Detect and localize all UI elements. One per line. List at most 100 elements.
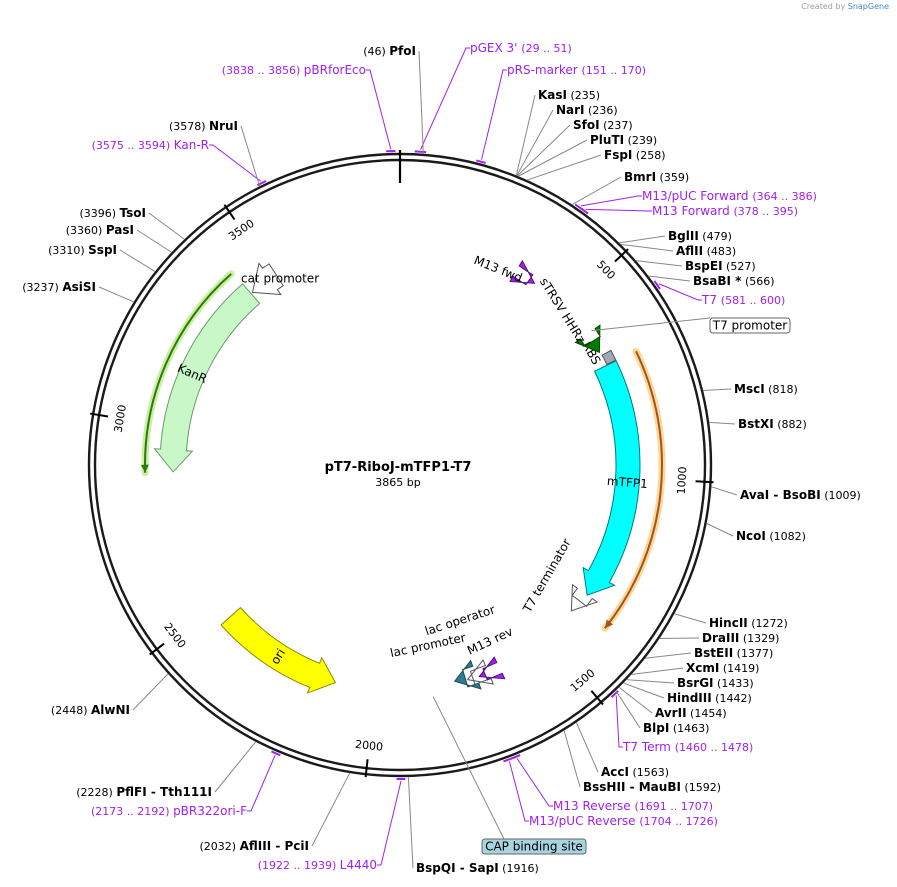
feature-mtfp1[interactable]: [582, 360, 641, 596]
feature-ori[interactable]: [220, 606, 337, 694]
primer-range: (2173 .. 2192): [91, 805, 173, 818]
enzyme-ncoi[interactable]: NcoI (1082): [736, 529, 806, 543]
enzyme-asisi[interactable]: (3237) AsiSI: [22, 280, 96, 294]
primer-l4440[interactable]: (1922 .. 1939) L4440: [258, 858, 377, 872]
enzyme-tsoi[interactable]: (3396) TsoI: [79, 206, 146, 220]
enzyme-pluti[interactable]: PluTI (239): [590, 133, 657, 147]
feature-m13-rev[interactable]: [478, 656, 506, 681]
enzyme-sspi[interactable]: (3310) SspI: [48, 243, 117, 257]
enzyme-bglii[interactable]: BglII (479): [668, 229, 732, 243]
enzyme-name: AvaI - BsoBI: [740, 488, 821, 502]
enzyme-name: PfoI: [389, 44, 416, 58]
enzyme-bsshii-maubi[interactable]: BssHII - MauBI (1592): [583, 780, 721, 794]
enzyme-nrui[interactable]: (3578) NruI: [169, 119, 238, 133]
feature-t7-terminator[interactable]: [570, 583, 599, 612]
primer-range: (3575 .. 3594): [92, 139, 174, 152]
orf-arc: [144, 273, 232, 473]
enzyme-leader: [619, 235, 666, 244]
enzyme-bsabi[interactable]: BsaBI * (566): [693, 274, 775, 288]
box-cap-binding-site[interactable]: [481, 838, 587, 855]
enzyme-blpi[interactable]: BlpI (1463): [643, 721, 709, 735]
primer-pbrforeco[interactable]: (3838 .. 3856) pBRforEco: [222, 63, 366, 77]
enzyme-position: (2032): [200, 840, 240, 853]
feature-lac-promoter[interactable]: [453, 659, 482, 690]
orf-arc: [604, 350, 663, 629]
enzyme-alwni[interactable]: (2448) AlwNI: [51, 703, 130, 717]
primer-kan-r[interactable]: (3575 .. 3594) Kan-R: [92, 138, 209, 152]
enzyme-leader: [311, 772, 351, 847]
enzyme-name: BglII: [668, 229, 699, 243]
enzyme-position: (1592): [681, 781, 721, 794]
enzyme-leader: [623, 682, 665, 699]
primer-m13-reverse[interactable]: M13 Reverse (1691 .. 1707): [553, 799, 713, 813]
enzyme-position: (527): [723, 260, 756, 273]
feature-lac-operator[interactable]: [466, 659, 495, 686]
feature-label-cat-promoter: cat promoter: [241, 272, 319, 286]
enzyme-bsteii[interactable]: BstEII (1377): [694, 646, 773, 660]
enzyme-name: AlwNI: [91, 703, 130, 717]
box-t7-promoter[interactable]: [709, 317, 791, 334]
enzyme-pfoi[interactable]: (46) PfoI: [363, 44, 416, 58]
enzyme-leader: [631, 667, 684, 675]
enzyme-position: (3360): [66, 224, 106, 237]
tick-label: 1000: [675, 466, 690, 495]
enzyme-bsrgi[interactable]: BsrGI (1433): [677, 676, 754, 690]
feature-strsv-hhrz[interactable]: [574, 324, 601, 354]
enzyme-leader: [407, 776, 414, 869]
enzyme-pasi[interactable]: (3360) PasI: [66, 223, 134, 237]
primer-t7[interactable]: T7 (581 .. 600): [701, 293, 785, 307]
feature-cat-promoter[interactable]: [251, 262, 284, 296]
enzyme-name: PluTI: [590, 133, 624, 147]
enzyme-acci[interactable]: AccI (1563): [601, 765, 669, 779]
enzyme-hincii[interactable]: HincII (1272): [709, 616, 788, 630]
enzyme-bspqi-sapi[interactable]: BspQI - SapI (1916): [416, 861, 539, 875]
enzyme-name: AflII: [676, 244, 703, 258]
enzyme-avai-bsobi[interactable]: AvaI - BsoBI (1009): [740, 488, 861, 502]
primer-name: M13 Reverse: [553, 799, 635, 813]
enzyme-hindiii[interactable]: HindIII (1442): [667, 691, 752, 705]
enzyme-position: (3310): [48, 244, 88, 257]
enzyme-bstxi[interactable]: BstXI (882): [738, 417, 807, 431]
enzyme-bmri[interactable]: BmrI (359): [624, 170, 689, 184]
enzyme-avrii[interactable]: AvrII (1454): [655, 706, 727, 720]
feature-rbs[interactable]: [601, 349, 617, 366]
enzyme-leader: [702, 388, 732, 392]
enzyme-name: NruI: [209, 119, 238, 133]
primer-prs-marker[interactable]: pRS-marker (151 .. 170): [507, 63, 646, 77]
feature-kanr[interactable]: [153, 283, 261, 473]
primer-name: L4440: [340, 858, 377, 872]
enzyme-pflfi-tth111i[interactable]: (2228) PflFI - Tth111I: [76, 785, 212, 799]
enzyme-name: XcmI: [686, 661, 719, 675]
enzyme-leader: [516, 109, 554, 176]
enzyme-xcmi[interactable]: XcmI (1419): [686, 661, 759, 675]
enzyme-fspi[interactable]: FspI (258): [604, 148, 665, 162]
enzyme-name: BsrGI: [677, 676, 714, 690]
primer-leader: [658, 283, 702, 301]
tick-mark: [590, 690, 604, 706]
enzyme-leader: [674, 613, 707, 624]
primer-m13-puc-forward[interactable]: M13/pUC Forward (364 .. 386): [642, 189, 817, 203]
enzyme-leader: [516, 124, 571, 177]
enzyme-leader: [148, 212, 185, 240]
enzyme-position: (2228): [76, 786, 116, 799]
enzyme-aflii[interactable]: AflII (483): [676, 244, 736, 258]
enzyme-nari[interactable]: NarI (236): [556, 103, 618, 117]
primer-pgex-3[interactable]: pGEX 3' (29 .. 51): [470, 41, 572, 55]
primer-t7-term[interactable]: T7 Term (1460 .. 1478): [622, 740, 753, 754]
enzyme-draiii[interactable]: DraIII (1329): [702, 631, 779, 645]
primer-name: M13 Forward: [652, 204, 734, 218]
enzyme-msci[interactable]: MscI (818): [734, 382, 798, 396]
enzyme-position: (1329): [739, 632, 779, 645]
enzyme-name: BsaBI *: [693, 274, 742, 288]
enzyme-leader: [418, 50, 424, 154]
primer-pbr322ori-f[interactable]: (2173 .. 2192) pBR322ori-F: [91, 804, 247, 818]
enzyme-afliii-pcii[interactable]: (2032) AflIII - PciI: [200, 839, 309, 853]
primer-m13-forward[interactable]: M13 Forward (378 .. 395): [652, 204, 798, 218]
enzyme-kasi[interactable]: KasI (235): [538, 88, 600, 102]
enzyme-position: (3578): [169, 120, 209, 133]
primer-m13-puc-reverse[interactable]: M13/pUC Reverse (1704 .. 1726): [529, 814, 718, 828]
feature-m13-fwd[interactable]: [509, 259, 536, 286]
enzyme-bspei[interactable]: BspEI (527): [685, 259, 756, 273]
enzyme-position: (3396): [79, 207, 119, 220]
enzyme-sfoi[interactable]: SfoI (237): [573, 118, 633, 132]
